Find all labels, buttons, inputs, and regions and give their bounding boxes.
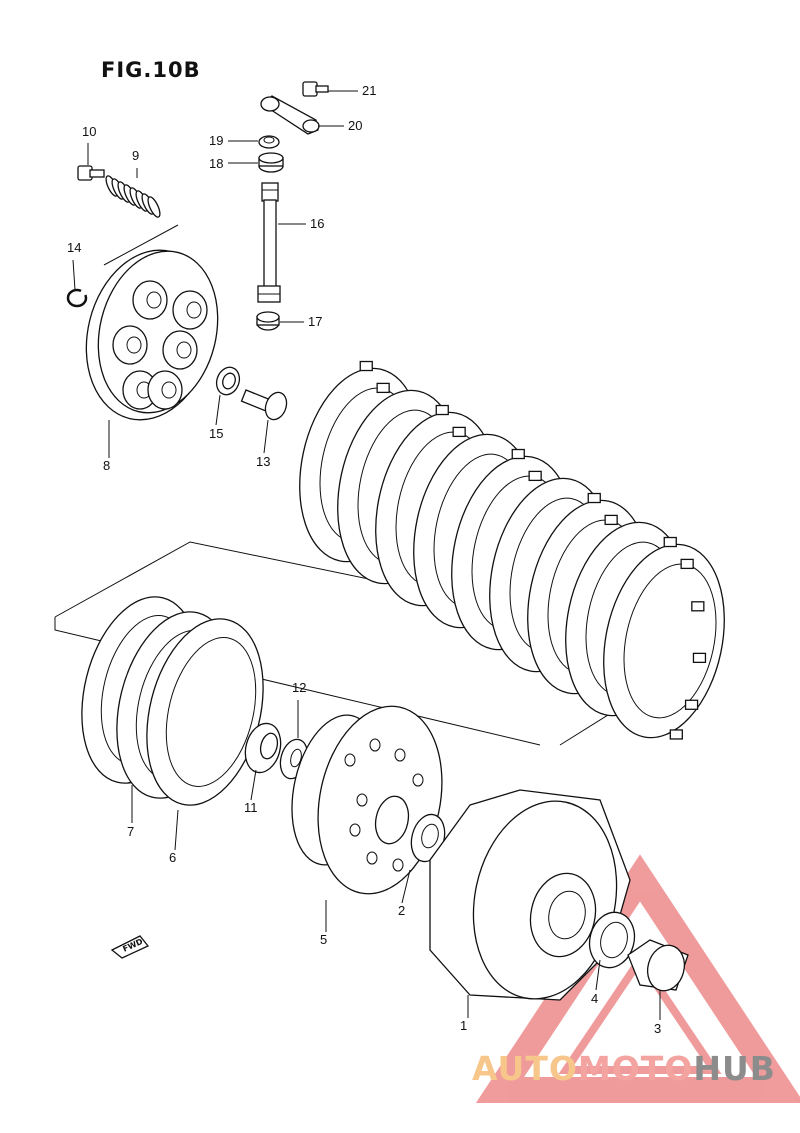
fwd-arrow-icon: FWD [110, 935, 150, 959]
callout-label-8: 8 [103, 458, 110, 473]
callout-leader-2 [401, 869, 411, 904]
callout-label-4: 4 [591, 991, 598, 1006]
callout-label-14: 14 [67, 240, 81, 255]
watermark-text-hub: HUB [693, 1049, 776, 1088]
callout-leader-11 [250, 769, 257, 801]
callout-label-20: 20 [348, 118, 362, 133]
oil-seal-19 [258, 135, 280, 149]
callout-label-16: 16 [310, 216, 324, 231]
bolt-10 [77, 165, 105, 181]
callout-leader-4 [595, 959, 601, 991]
watermark-logo: AUTOMOTOHUB [472, 1049, 776, 1088]
clutch-plate [603, 536, 725, 740]
callout-label-6: 6 [169, 850, 176, 865]
spacer-3 [627, 939, 689, 992]
callout-leader-6 [174, 809, 179, 851]
callout-label-2: 2 [398, 903, 405, 918]
bearing-18 [258, 152, 284, 173]
watermark-text-moto: MOTO [577, 1049, 694, 1088]
callout-label-7: 7 [127, 824, 134, 839]
callout-label-1: 1 [460, 1018, 467, 1033]
watermark-text-auto: AUTO [472, 1049, 578, 1088]
callout-label-15: 15 [209, 426, 223, 441]
callout-leader-15 [215, 394, 221, 426]
lower-plates [81, 596, 264, 806]
bearing-17 [256, 311, 280, 331]
washer-11 [244, 722, 282, 774]
primary-driven-gear [429, 789, 631, 1001]
pressure-plate [85, 249, 219, 421]
callout-label-18: 18 [209, 156, 223, 171]
needle-bearing-4 [588, 911, 636, 969]
callout-label-19: 19 [209, 133, 223, 148]
callout-label-11: 11 [244, 800, 258, 815]
callout-label-3: 3 [654, 1021, 661, 1036]
callout-label-13: 13 [256, 454, 270, 469]
callout-label-10: 10 [82, 124, 96, 139]
bearing-15 [215, 366, 241, 396]
callout-label-12: 12 [292, 680, 306, 695]
release-rack [240, 389, 288, 421]
circlip [66, 288, 88, 308]
callout-label-21: 21 [362, 83, 376, 98]
clutch-spring [105, 175, 161, 218]
arm-bolt [302, 81, 329, 97]
figure-title: FIG.10B [101, 58, 201, 82]
callout-label-5: 5 [320, 932, 327, 947]
callout-label-9: 9 [132, 148, 139, 163]
clutch-plate-stack [299, 360, 725, 740]
callout-label-17: 17 [308, 314, 322, 329]
callout-leader-14 [72, 259, 76, 291]
release-arm [260, 95, 320, 135]
release-shaft [257, 182, 281, 303]
callout-leader-13 [263, 419, 269, 454]
